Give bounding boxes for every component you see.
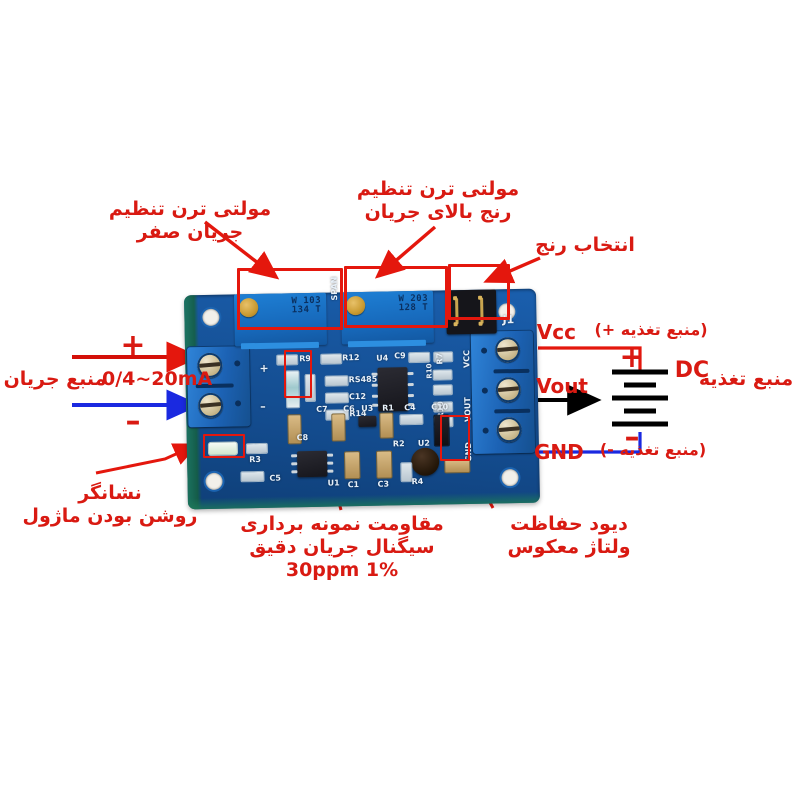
annotation-power-indicator: نشانگر روشن بودن ماژول bbox=[22, 482, 198, 528]
silk-u4: U4 bbox=[376, 353, 389, 363]
annotation-protection-diode: دیود حفاظت ولتاژ معکوس bbox=[507, 513, 631, 559]
silk-r14: C12 bbox=[348, 391, 367, 402]
smd-capacitor-c1 bbox=[345, 452, 360, 479]
smd-part bbox=[445, 459, 470, 473]
smd-capacitor-c4 bbox=[400, 414, 423, 425]
silk-r3: R3 bbox=[249, 454, 261, 465]
electrolytic-capacitor-u2 bbox=[410, 447, 440, 477]
silk-rs485: R10 bbox=[425, 363, 434, 379]
output-terminal-screw-gnd[interactable] bbox=[496, 416, 522, 443]
silk-vcc: VCC bbox=[462, 349, 472, 369]
smd-part-rs485 bbox=[433, 370, 452, 380]
highlight-range-jumper bbox=[448, 264, 510, 320]
smd-capacitor-c5 bbox=[241, 471, 264, 482]
highlight-zero-trimmer bbox=[237, 268, 343, 330]
input-plus-silk: + bbox=[259, 361, 269, 375]
silk-u1: U1 bbox=[327, 478, 340, 488]
mounting-hole bbox=[202, 308, 220, 327]
smd-capacitor-c3 bbox=[377, 451, 392, 478]
highlight-span-trimmer bbox=[344, 266, 448, 328]
silk-r2: R2 bbox=[392, 439, 405, 449]
silk-c7: C7 bbox=[316, 404, 328, 414]
ic-u3 bbox=[358, 415, 377, 428]
mounting-hole bbox=[501, 469, 519, 487]
silk-c6: C6 bbox=[343, 404, 355, 414]
output-terminal-screw-vcc[interactable] bbox=[494, 336, 521, 363]
leader-power-led bbox=[95, 443, 200, 475]
silk-c4: C4 bbox=[404, 402, 416, 413]
label-gnd: GND bbox=[534, 440, 584, 464]
battery-symbol bbox=[612, 369, 668, 427]
smd-capacitor-c12 bbox=[325, 376, 348, 386]
jumper-pin bbox=[478, 321, 483, 326]
silk-c10: C10 bbox=[431, 402, 449, 412]
leader-zero-trim bbox=[203, 220, 280, 280]
wire-entry-hole bbox=[481, 387, 488, 394]
silk-r7: R7 bbox=[435, 352, 445, 365]
annotation-range-select: انتخاب رنج bbox=[535, 234, 635, 256]
label-vcc: Vcc bbox=[536, 320, 576, 344]
jumper-pin bbox=[453, 322, 458, 327]
gnd-wire bbox=[538, 432, 642, 454]
silk-r4: R4 bbox=[411, 476, 424, 487]
wire-entry-hole bbox=[234, 360, 241, 367]
smd-resistor-r12 bbox=[321, 354, 342, 364]
label-input-plus: + bbox=[120, 328, 146, 363]
silk-u3: U3 bbox=[361, 403, 374, 414]
highlight-sense-resistor bbox=[284, 350, 312, 398]
silk-r12: R12 bbox=[342, 353, 360, 363]
mounting-hole bbox=[205, 472, 223, 491]
label-vout: Vout bbox=[536, 374, 588, 398]
trimmer-base bbox=[240, 341, 320, 350]
smd-capacitor-r1 bbox=[380, 413, 393, 438]
annotation-current-source: منبع جریان bbox=[3, 368, 107, 390]
silk-c5: C5 bbox=[269, 473, 282, 483]
silk-c3: C3 bbox=[377, 479, 390, 489]
silk-c9: C9 bbox=[394, 351, 406, 361]
annotation-power-supply: منبع تغذیه bbox=[698, 368, 794, 390]
annotation-sense-resistor: مقاومت نمونه برداری سیگنال جریان دقیق 30… bbox=[240, 513, 444, 582]
input-minus-silk: – bbox=[259, 399, 266, 413]
label-input-range: 0/4~20mA bbox=[102, 368, 213, 390]
highlight-protection-diode bbox=[440, 415, 470, 461]
ic-u1 bbox=[291, 450, 334, 478]
leader-range-select bbox=[483, 256, 541, 284]
annotation-zero-current-trim: مولتی ترن تنظیم جریان صفر bbox=[108, 198, 272, 244]
smd-resistor-r14 bbox=[325, 393, 349, 403]
smd-resistor-r4 bbox=[401, 463, 412, 482]
silk-c1: C1 bbox=[347, 480, 360, 490]
silk-r1: R1 bbox=[382, 403, 394, 413]
wire-entry-hole bbox=[482, 427, 489, 434]
smd-part bbox=[433, 385, 452, 395]
output-terminal-block[interactable] bbox=[470, 330, 536, 454]
label-battery-minus: – bbox=[624, 420, 640, 455]
silk-c8: C8 bbox=[296, 433, 309, 443]
label-battery-plus: + bbox=[619, 340, 645, 375]
input-terminal-screw-minus[interactable] bbox=[197, 392, 224, 419]
vcc-wire bbox=[538, 346, 642, 372]
label-vcc-note: (منبع تغذیه +) bbox=[594, 320, 708, 339]
highlight-power-led bbox=[203, 434, 245, 458]
label-gnd-note: (منبع تغذیه -) bbox=[599, 440, 707, 459]
label-input-minus: – bbox=[125, 404, 141, 439]
label-dc: DC bbox=[674, 358, 710, 383]
terminal-divider bbox=[493, 368, 530, 374]
terminal-divider bbox=[494, 408, 531, 414]
smd-capacitor-c6 bbox=[332, 414, 345, 441]
silk-u2: U2 bbox=[417, 438, 431, 448]
wire-entry-hole bbox=[481, 347, 488, 354]
wire-entry-hole bbox=[235, 400, 242, 407]
trimmer-base bbox=[347, 339, 426, 348]
smd-resistor-r3 bbox=[246, 443, 268, 454]
smd-capacitor-c9 bbox=[409, 352, 430, 363]
annotation-full-range-trim: مولتی ترن تنظیم رنج بالای جریان bbox=[356, 178, 520, 224]
output-terminal-screw-vout[interactable] bbox=[495, 376, 522, 403]
